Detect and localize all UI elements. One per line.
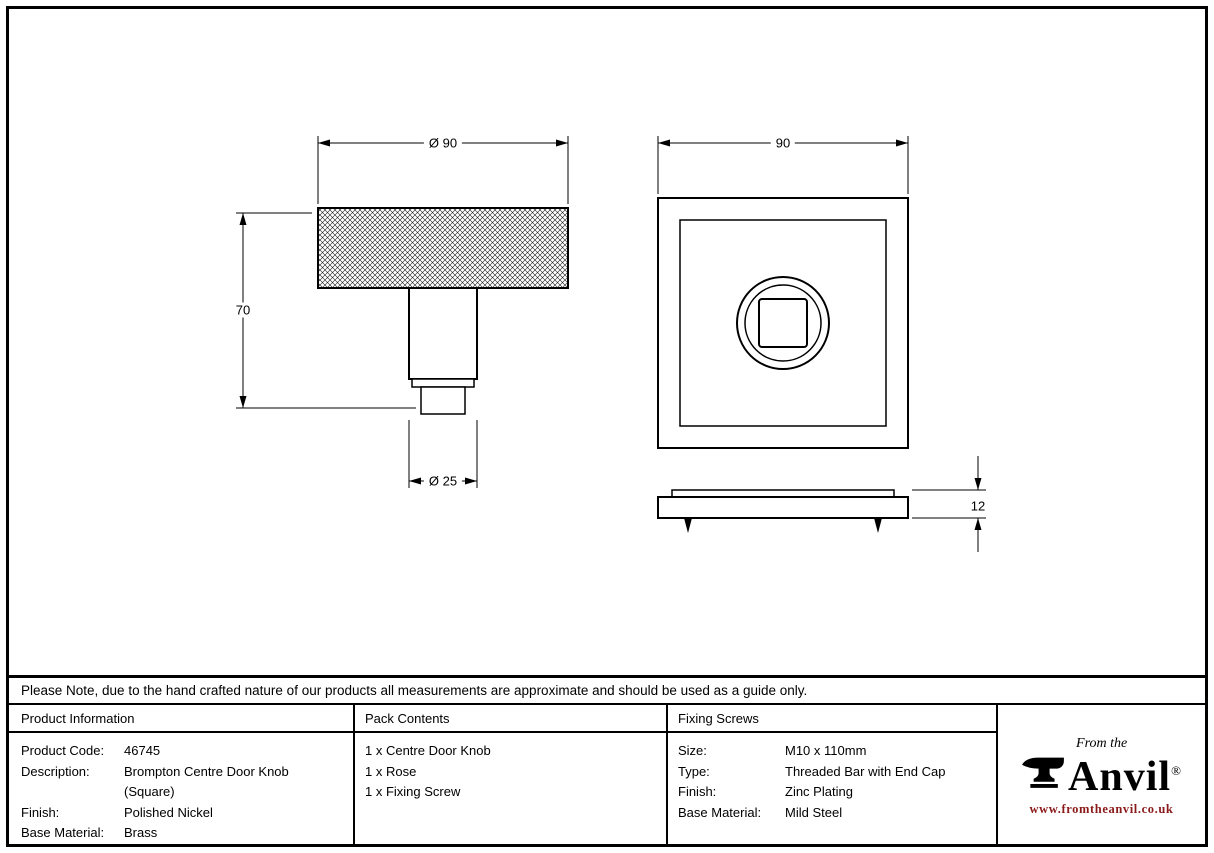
base-material-label: Base Material: (21, 825, 105, 840)
technical-drawing (236, 136, 986, 552)
screw-type-label: Type: (678, 763, 710, 779)
anvil-icon (1022, 757, 1064, 788)
product-code-value: 46745 (124, 743, 161, 758)
pack-item: 1 x Rose (365, 763, 417, 779)
dimension-arrows (239, 139, 982, 530)
finish-label: Finish: (21, 804, 60, 820)
pack-contents-header: Pack Contents (355, 705, 666, 733)
screw-base-material-label: Base Material: (678, 804, 762, 820)
note-row: Please Note, due to the hand crafted nat… (9, 678, 1205, 705)
dim-label-stem-diameter: Ø 25 (423, 473, 463, 489)
fixing-screws-header: Fixing Screws (668, 705, 996, 733)
fixing-screws-column: Fixing Screws Size: M10 x 110mm Type: Th… (668, 705, 998, 844)
logo-brand: Anvil® (1068, 753, 1182, 800)
product-code-label: Product Code: (21, 743, 105, 758)
dim-label-rose-width: 90 (770, 135, 796, 151)
registered-mark: ® (1171, 762, 1182, 778)
screw-finish-value: Zinc Plating (785, 784, 853, 799)
screw-size-label: Size: (678, 743, 707, 758)
logo-tagline: From the (1076, 735, 1128, 751)
knob-side-view (317, 207, 569, 415)
base-material-row: Base Material: Brass (21, 823, 353, 844)
screw-base-material-value: Mild Steel (785, 804, 843, 820)
company-logo: From the Anvil® www.fromtheanvil.co.uk (998, 705, 1205, 844)
pack-contents-column: Pack Contents 1 x Centre Door Knob 1 x R… (355, 705, 668, 844)
note-text: Please Note, due to the hand crafted nat… (21, 683, 808, 698)
description-value: Brompton Centre Door Knob (Square) (124, 763, 289, 800)
pack-item: 1 x Fixing Screw (365, 784, 461, 799)
screw-finish-row: Finish: Zinc Plating (678, 782, 996, 803)
pack-item: 1 x Centre Door Knob (365, 743, 491, 758)
knob-head (317, 207, 569, 289)
logo-website: www.fromtheanvil.co.uk (1029, 801, 1174, 816)
square-spindle-hole (758, 298, 808, 348)
knob-stem (408, 287, 478, 380)
base-material-value: Brass (124, 825, 158, 840)
stem-flange (411, 378, 475, 388)
description-row: Description: Brompton Centre Door Knob (… (21, 762, 353, 803)
fixing-screw-point-left (684, 518, 692, 533)
screw-size-row: Size: M10 x 110mm (678, 741, 996, 762)
dim-label-knob-height: 70 (230, 302, 256, 318)
product-information-column: Product Information Product Code: 46745 … (9, 705, 355, 844)
rose-profile-plate (657, 496, 909, 519)
dim-label-rose-thickness: 12 (965, 498, 991, 514)
finish-value: Polished Nickel (124, 804, 213, 820)
screw-type-value: Threaded Bar with End Cap (785, 763, 946, 779)
rose-profile-view (657, 489, 909, 533)
screw-type-row: Type: Threaded Bar with End Cap (678, 762, 996, 783)
rose-front-view (657, 197, 909, 449)
finish-row: Finish: Polished Nickel (21, 803, 353, 824)
stem-end-cap (420, 386, 466, 415)
screw-size-value: M10 x 110mm (785, 743, 867, 758)
info-table: Please Note, due to the hand crafted nat… (9, 675, 1205, 844)
dim-label-knob-diameter: Ø 90 (423, 135, 463, 151)
description-label: Description: (21, 763, 90, 779)
fixing-screw-point-right (874, 518, 882, 533)
product-code-row: Product Code: 46745 (21, 741, 353, 762)
screw-base-material-row: Base Material: Mild Steel (678, 803, 996, 824)
product-information-header: Product Information (9, 705, 353, 733)
screw-finish-label: Finish: (678, 784, 717, 799)
